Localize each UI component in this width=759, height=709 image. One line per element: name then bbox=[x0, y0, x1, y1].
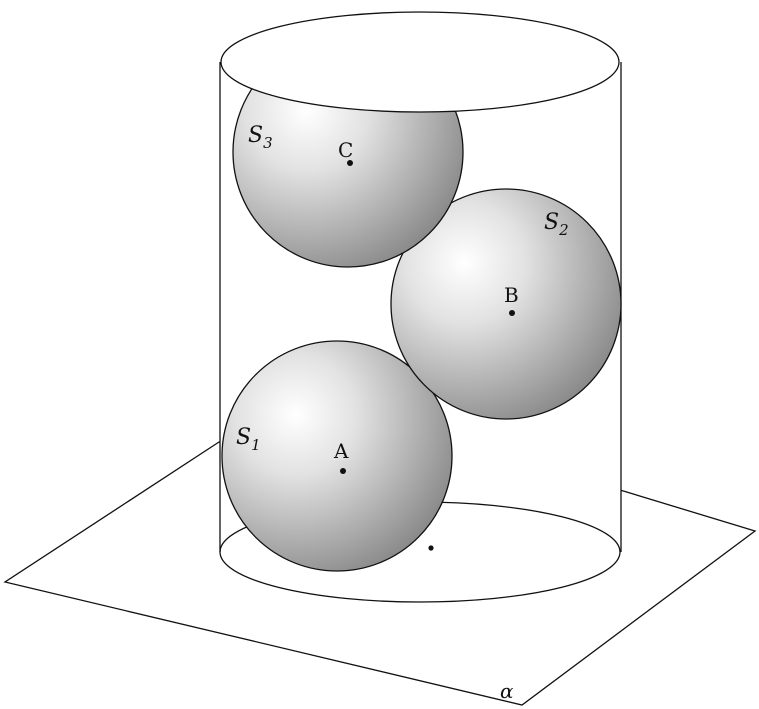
sphere-s1-subscript: 1 bbox=[251, 436, 261, 454]
sphere-s2-subscript: 2 bbox=[558, 221, 569, 239]
sphere-s3-label: S3 bbox=[248, 123, 273, 152]
point-b-label: B bbox=[504, 283, 519, 307]
point-a-label: A bbox=[333, 439, 349, 463]
bottom-center-point bbox=[428, 545, 434, 551]
plane-alpha-label: α bbox=[500, 679, 514, 703]
center-point-c bbox=[347, 160, 353, 166]
sphere-s2-label: S2 bbox=[544, 210, 569, 239]
sphere-s1-letter: S bbox=[236, 425, 251, 450]
center-point-b bbox=[509, 310, 515, 316]
sphere-s1 bbox=[221, 340, 453, 572]
sphere-s3-subscript: 3 bbox=[263, 134, 273, 152]
sphere-s1-label: S1 bbox=[236, 425, 261, 454]
center-point-a bbox=[340, 468, 346, 474]
sphere-s3-letter: S bbox=[248, 123, 263, 148]
cylinder-top-ellipse bbox=[220, 11, 620, 113]
point-c-label: C bbox=[338, 138, 353, 162]
sphere-s2 bbox=[390, 188, 622, 420]
sphere-s2-letter: S bbox=[544, 210, 559, 235]
